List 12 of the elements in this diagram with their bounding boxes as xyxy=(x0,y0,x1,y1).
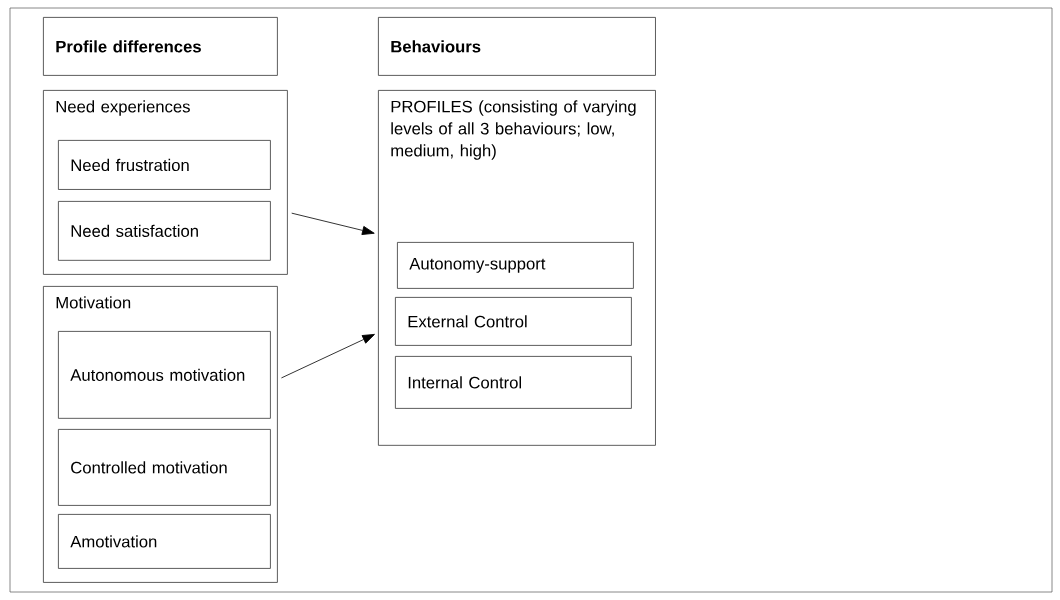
heading-box: Behaviours xyxy=(378,17,656,76)
heading-box: Profile differences xyxy=(43,17,278,76)
text-box: Amotivation xyxy=(58,514,271,569)
arrow xyxy=(291,212,375,235)
text-box: Internal Control xyxy=(395,356,632,409)
text-box: Controlled motivation xyxy=(58,429,271,506)
text-box: Autonomous motivation xyxy=(58,331,271,419)
arrow xyxy=(281,334,375,379)
text-box: External Control xyxy=(395,297,632,346)
text-box: Need frustration xyxy=(58,140,271,190)
text-box: Need satisfaction xyxy=(58,201,271,261)
text-box: Autonomy-support xyxy=(397,242,634,289)
